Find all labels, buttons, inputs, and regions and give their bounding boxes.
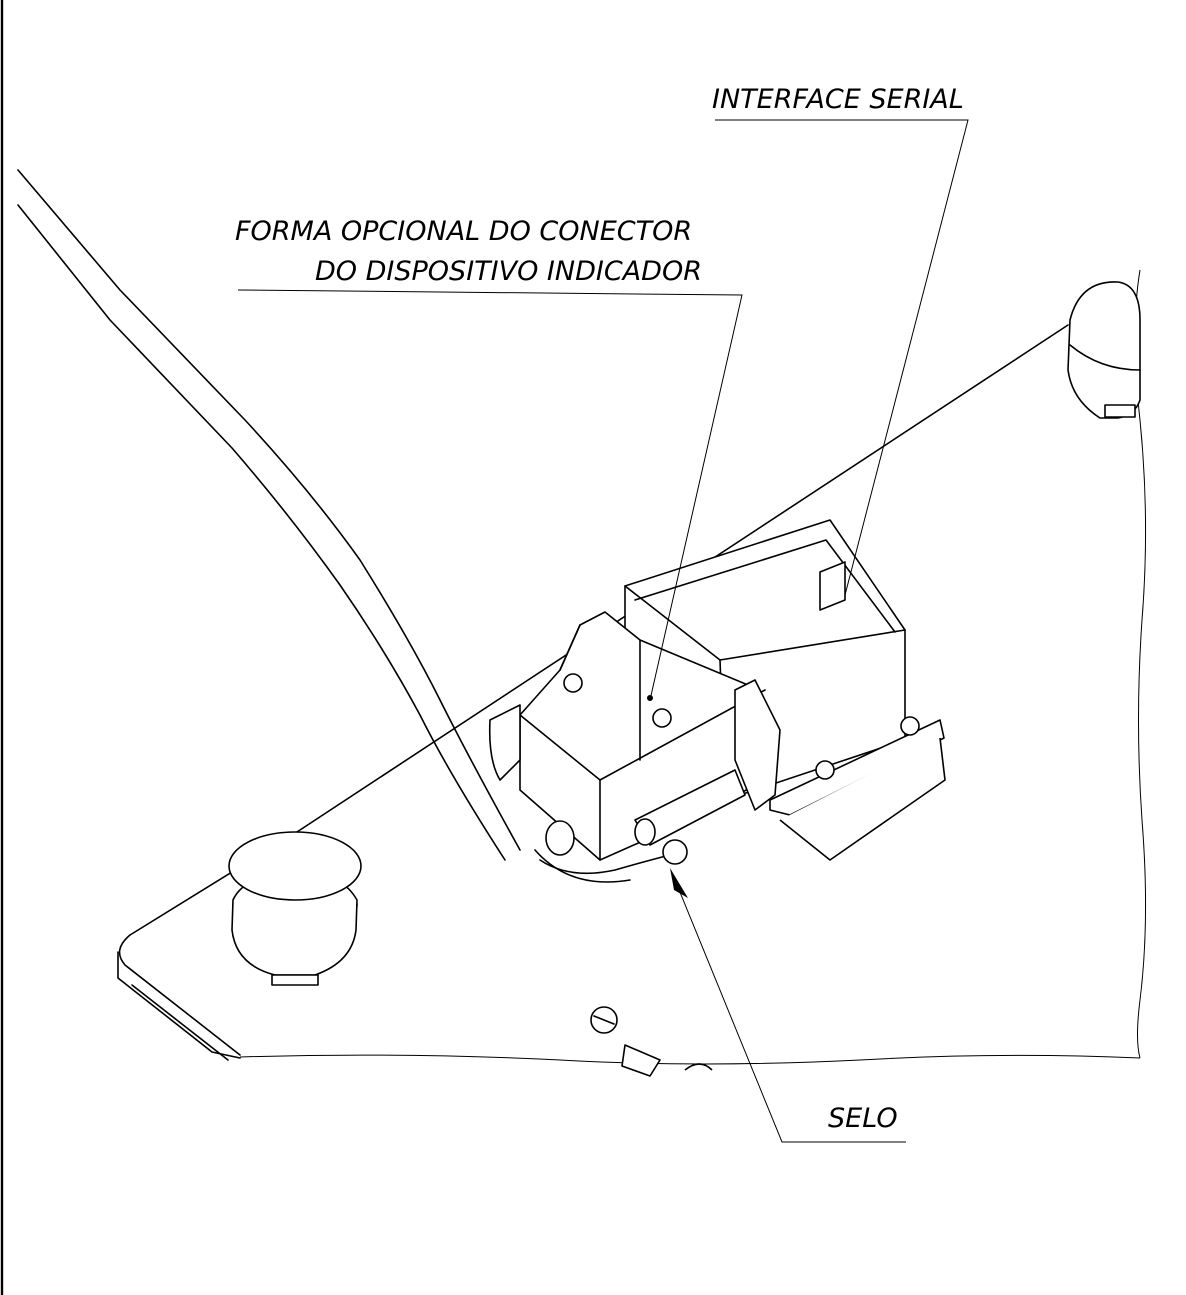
rubber-foot-left bbox=[228, 831, 362, 986]
label-connector-line1: FORMA OPCIONAL DO CONECTOR bbox=[235, 216, 692, 247]
connector bbox=[488, 611, 781, 861]
label-seal: SELO bbox=[828, 1103, 898, 1134]
leader-lines bbox=[237, 119, 969, 1143]
rear-screws bbox=[590, 1006, 713, 1077]
seal-wire bbox=[534, 839, 688, 898]
rubber-foot-right bbox=[1067, 281, 1141, 419]
cable bbox=[17, 169, 521, 861]
label-interface-serial: INTERFACE SERIAL bbox=[712, 84, 964, 115]
label-connector-line2: DO DISPOSITIVO INDICADOR bbox=[315, 256, 702, 287]
